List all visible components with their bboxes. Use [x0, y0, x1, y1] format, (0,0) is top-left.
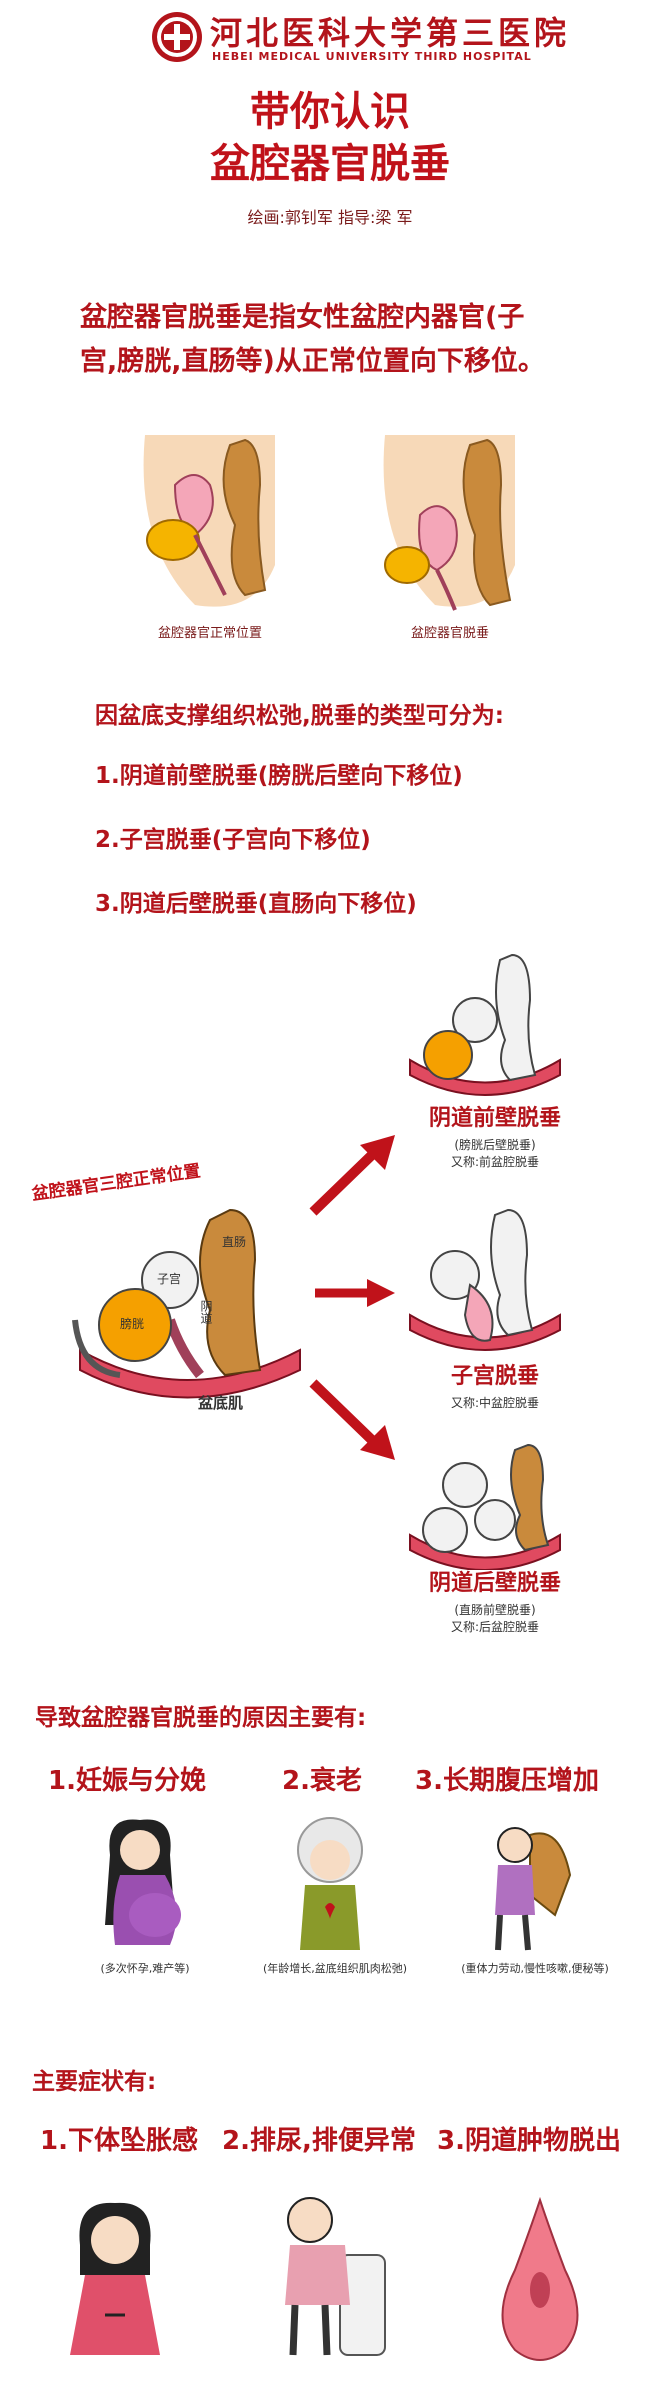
intro-line-2: 宫,膀胱,直肠等)从正常位置向下移位。	[80, 346, 545, 377]
type-item: 2.子宫脱垂(子宫向下移位)	[95, 827, 371, 853]
laboring-woman-illustration	[470, 1815, 580, 1955]
pelvic-floor-label: 盆底肌	[198, 1394, 244, 1412]
normal-position-illustration	[135, 425, 285, 615]
outcome-title: 子宫脱垂	[450, 1364, 539, 1389]
outcome-title: 阴道后壁脱垂	[428, 1571, 561, 1596]
toilet-woman-illustration	[265, 2185, 395, 2370]
cause-title: 2.衰老	[282, 1766, 362, 1796]
prolapse-mass-illustration	[485, 2190, 595, 2370]
cause-note: (多次怀孕,难产等)	[100, 1962, 190, 1975]
pelvic-organs-diagram	[60, 1200, 310, 1410]
title-line-1: 带你认识	[250, 89, 410, 135]
outcome-sub: (直肠前壁脱垂)	[454, 1603, 536, 1617]
outcome-anterior: 阴道前壁脱垂 (膀胱后壁脱垂) 又称:前盆腔脱垂	[395, 1100, 595, 1170]
organ-uterus-label: 子宫	[157, 1272, 182, 1286]
outcome-sub: 又称:后盆腔脱垂	[450, 1620, 540, 1634]
intro-text: 盆腔器官脱垂是指女性盆腔内器官(子 宫,膀胱,直肠等)从正常位置向下移位。	[80, 296, 620, 384]
type-item: 3.阴道后壁脱垂(直肠向下移位)	[95, 891, 417, 917]
posterior-prolapse-illustration	[400, 1440, 570, 1570]
pregnant-woman-illustration	[85, 1815, 195, 1955]
header: 河北医科大学第三医院 HEBEI MEDICAL UNIVERSITY THIR…	[0, 0, 660, 80]
outcome-sub: 又称:前盆腔脱垂	[450, 1155, 540, 1169]
types-section: 因盆底支撑组织松弛,脱垂的类型可分为: 1.阴道前壁脱垂(膀胱后壁向下移位) 2…	[95, 696, 635, 918]
types-heading: 因盆底支撑组织松弛,脱垂的类型可分为:	[95, 703, 504, 729]
outcome-title: 阴道前壁脱垂	[428, 1106, 561, 1131]
organ-bladder-label: 膀胱	[120, 1317, 145, 1331]
type-item: 1.阴道前壁脱垂(膀胱后壁向下移位)	[95, 763, 463, 789]
arrow-up-right-icon	[305, 1130, 400, 1220]
outcome-sub: (膀胱后壁脱垂)	[454, 1138, 536, 1152]
credits: 绘画:郭钊军 指导:梁 军	[247, 208, 413, 227]
symptom-title: 3.阴道肿物脱出	[437, 2126, 621, 2156]
organ-rectum-label: 直肠	[222, 1235, 247, 1249]
prolapse-illustration	[375, 425, 525, 615]
page-title: 带你认识 盆腔器官脱垂	[0, 86, 660, 190]
hospital-name-en: HEBEI MEDICAL UNIVERSITY THIRD HOSPITAL	[212, 50, 532, 63]
arrow-right-icon	[315, 1278, 395, 1308]
cause-note: (重体力劳动,慢性咳嗽,便秘等)	[461, 1962, 609, 1975]
symptom-title: 1.下体坠胀感	[40, 2126, 198, 2156]
title-line-2: 盆腔器官脱垂	[210, 141, 450, 187]
normal-position-caption: 盆腔器官正常位置	[157, 626, 262, 641]
cause-title: 3.长期腹压增加	[415, 1766, 599, 1796]
cause-note: (年龄增长,盆底组织肌肉松弛)	[262, 1962, 408, 1975]
symptom-title: 2.排尿,排便异常	[222, 2126, 416, 2156]
outcome-posterior: 阴道后壁脱垂 (直肠前壁脱垂) 又称:后盆腔脱垂	[395, 1565, 595, 1635]
elderly-woman-illustration	[280, 1815, 380, 1955]
outcome-sub: 又称:中盆腔脱垂	[450, 1396, 540, 1410]
prolapse-caption: 盆腔器官脱垂	[410, 626, 489, 641]
hospital-name-cn: 河北医科大学第三医院	[210, 14, 571, 52]
organ-vagina-label: 阴道	[199, 1300, 213, 1324]
center-diagram-label: 盆腔器官三腔正常位置	[30, 1161, 202, 1205]
anterior-prolapse-illustration	[400, 950, 570, 1100]
symptoms-heading: 主要症状有:	[32, 2069, 157, 2095]
arrow-down-right-icon	[305, 1375, 400, 1465]
cause-title: 1.妊娠与分娩	[48, 1766, 206, 1796]
outcome-uterine: 子宫脱垂 又称:中盆腔脱垂	[395, 1358, 595, 1411]
causes-heading: 导致盆腔器官脱垂的原因主要有:	[35, 1705, 367, 1731]
uterine-prolapse-illustration	[400, 1205, 570, 1355]
hospital-logo	[150, 10, 204, 64]
intro-line-1: 盆腔器官脱垂是指女性盆腔内器官(子	[80, 302, 525, 333]
woman-discomfort-illustration	[55, 2195, 175, 2365]
